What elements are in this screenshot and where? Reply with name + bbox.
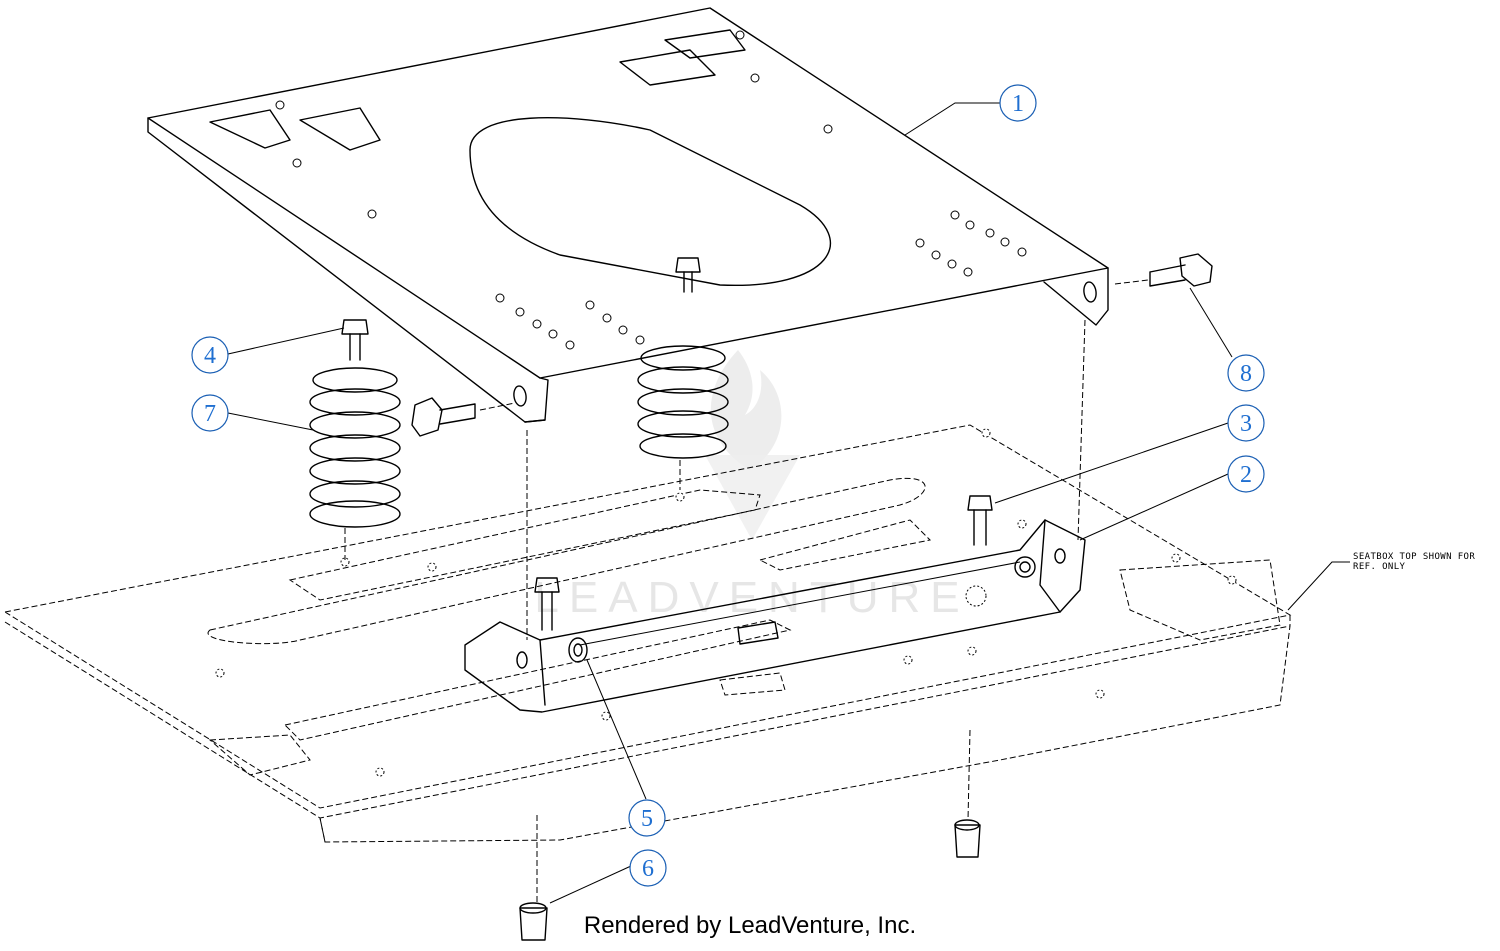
watermark-text: LEADVENTURE <box>534 573 969 622</box>
callout-1-label: 1 <box>1012 91 1024 117</box>
callout-3: 3 <box>1227 404 1265 442</box>
callout-7: 7 <box>191 394 229 432</box>
callout-7-label: 7 <box>204 401 216 427</box>
bolt-side-right <box>1114 253 1213 287</box>
callout-6: 6 <box>629 849 667 887</box>
bushing <box>568 637 588 663</box>
callout-6-label: 6 <box>642 856 654 882</box>
bolt-bracket-left <box>534 577 560 631</box>
alignment-lines <box>526 319 1086 905</box>
nut-right <box>954 819 981 858</box>
callout-2: 2 <box>1227 455 1265 493</box>
callout-1: 1 <box>999 84 1037 122</box>
bolt-left-spring <box>341 319 369 361</box>
leader-lines <box>227 102 1350 904</box>
seatbox-top <box>3 424 1292 843</box>
reference-note: SEATBOX TOP SHOWN FOR REF. ONLY <box>1353 552 1475 572</box>
callout-3-label: 3 <box>1240 411 1252 437</box>
callout-8: 8 <box>1227 354 1265 392</box>
callout-2-label: 2 <box>1240 462 1252 488</box>
callout-8-label: 8 <box>1240 361 1252 387</box>
callout-5-label: 5 <box>641 806 653 832</box>
spring-left <box>309 367 401 560</box>
bolt-bracket-right <box>967 495 993 546</box>
nut-left <box>519 902 548 941</box>
footer-credit: Rendered by LeadVenture, Inc. <box>583 912 917 939</box>
reference-note-line1: SEATBOX TOP SHOWN FOR <box>1353 552 1475 562</box>
callout-4: 4 <box>191 336 229 374</box>
spring-right <box>637 345 729 490</box>
bracket <box>464 519 1086 713</box>
callout-5: 5 <box>628 799 666 837</box>
callout-4-label: 4 <box>204 343 216 369</box>
bolt-side-left <box>411 397 516 437</box>
seat-plate <box>147 7 1109 423</box>
reference-note-line2: REF. ONLY <box>1353 562 1406 572</box>
watermark-logo: LEADVENTURE <box>534 350 969 622</box>
